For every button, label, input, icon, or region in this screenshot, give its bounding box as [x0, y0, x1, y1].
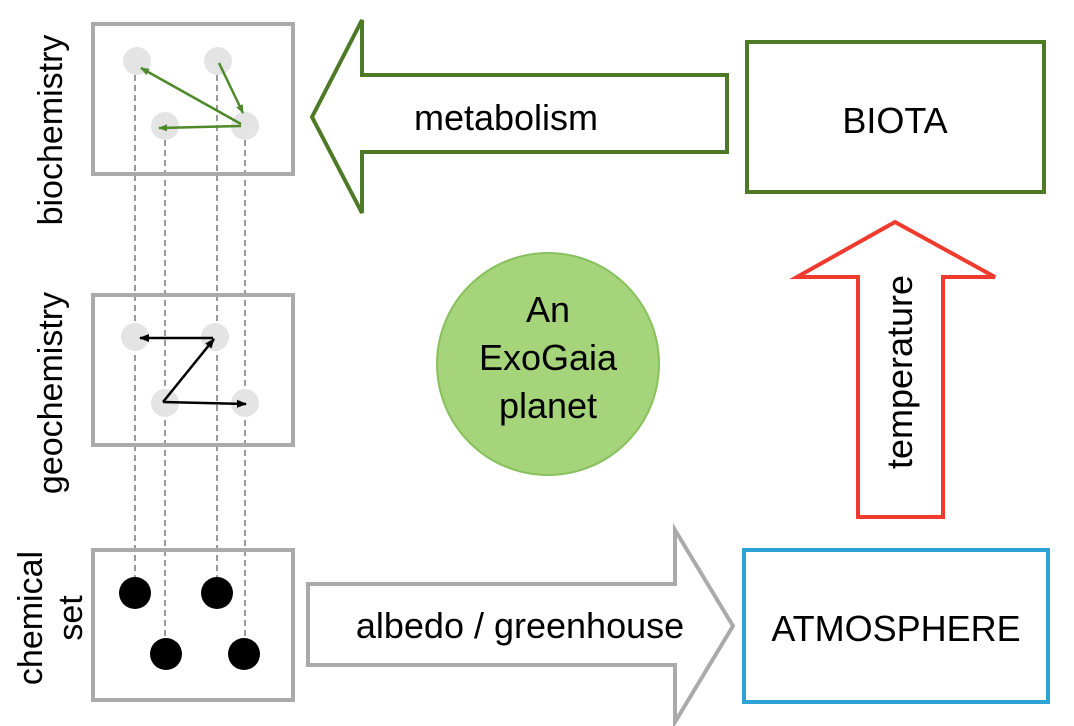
reaction-arrow: [162, 399, 247, 408]
planet-label-line2: ExoGaia: [479, 337, 618, 378]
reaction-arrow: [162, 338, 215, 403]
biota-label: BIOTA: [842, 100, 947, 141]
albedo-greenhouse-arrow: [306, 522, 736, 726]
metabolism-arrow: [309, 19, 729, 214]
biochemistry-reactions: [140, 62, 245, 132]
species-node: [204, 47, 232, 75]
planet-label-line1: An: [526, 289, 570, 330]
biota-box: [745, 40, 1046, 194]
exogaia-planet: [436, 252, 660, 476]
set-label: set: [52, 595, 90, 641]
chemical-label: chemical: [12, 551, 50, 685]
geochemistry-reactions: [139, 334, 247, 408]
geochemistry-label: geochemistry: [32, 292, 70, 494]
metabolism-label: metabolism: [414, 97, 598, 138]
chemical-node: [119, 577, 151, 609]
species-node: [151, 112, 179, 140]
chemical-node: [228, 638, 260, 670]
chemical-node: [201, 577, 233, 609]
dashed-guides: [134, 75, 246, 652]
atmosphere-box: [742, 548, 1050, 704]
temperature-label: temperature: [879, 275, 920, 469]
geochemistry-nodes: [121, 323, 259, 417]
geochemistry-panel: [91, 293, 295, 447]
reaction-arrow: [140, 66, 242, 126]
chemical-set-nodes: [119, 577, 260, 670]
biochemistry-panel: [91, 22, 295, 176]
species-node: [231, 112, 259, 140]
atmosphere-label: ATMOSPHERE: [771, 608, 1020, 649]
albedo-greenhouse-label: albedo / greenhouse: [356, 605, 684, 646]
biochemistry-label: biochemistry: [32, 35, 70, 226]
chemical-set-panel: [91, 548, 295, 702]
planet-label-line3: planet: [499, 385, 597, 426]
temperature-arrow: [789, 219, 996, 519]
reaction-arrow: [217, 62, 245, 114]
chemical-node: [150, 638, 182, 670]
reaction-arrow: [158, 124, 242, 132]
species-node: [121, 323, 149, 351]
